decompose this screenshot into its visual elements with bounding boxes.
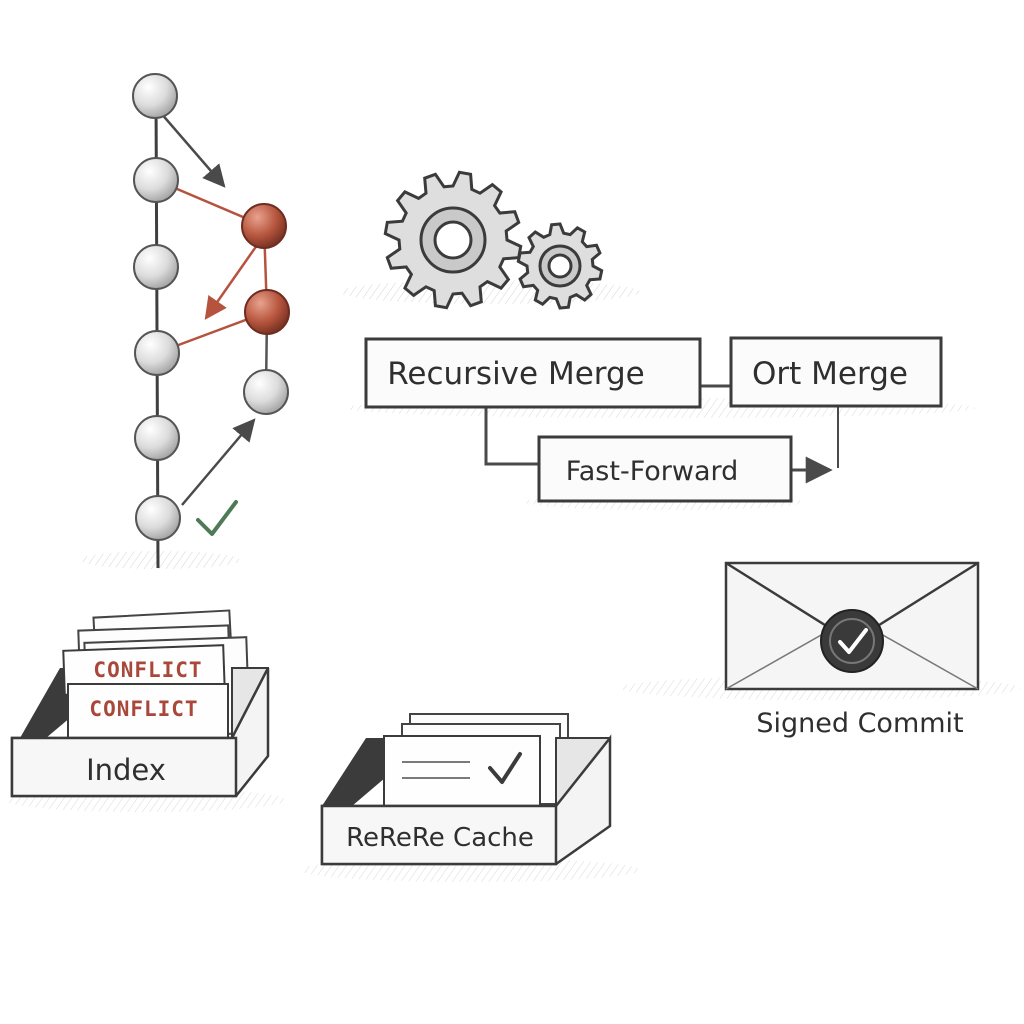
commit-node — [133, 244, 179, 290]
fast-forward-box — [537, 435, 793, 503]
commit-node — [135, 495, 181, 541]
tray-back — [322, 738, 392, 806]
wax-seal-ring — [829, 618, 875, 664]
large-gear — [383, 170, 523, 310]
connector — [484, 406, 540, 466]
signed-commit: Signed Commit — [620, 561, 1020, 739]
envelope-fold — [873, 629, 979, 690]
commit-graph — [80, 73, 290, 569]
commit-node — [133, 157, 179, 203]
envelope-fold — [725, 629, 831, 690]
commit-node — [134, 330, 180, 376]
check-icon — [488, 752, 522, 784]
check-icon — [196, 500, 238, 536]
fork-arrow — [159, 111, 226, 188]
merge-arrow — [181, 418, 256, 506]
signed-commit-label: Signed Commit — [756, 708, 963, 739]
rerere-cache-tray: ReReRe Cache — [300, 713, 640, 882]
ort-merge-label: Ort Merge — [752, 356, 908, 392]
resolved-card — [383, 735, 541, 807]
commit-node — [134, 415, 180, 461]
index-label: Index — [86, 753, 166, 787]
gear-hole — [547, 253, 573, 279]
index-tray: CONFLICT CONFLICT Index — [5, 609, 285, 812]
conflict-label: CONFLICT — [93, 658, 202, 682]
recursive-merge-label: Recursive Merge — [387, 356, 644, 392]
rebase-arrow — [204, 237, 264, 320]
recursive-merge-box — [364, 337, 702, 409]
tray-front-face — [320, 804, 558, 866]
branch-commit-node — [241, 203, 287, 249]
check-icon — [838, 628, 868, 654]
gear-hole — [433, 220, 473, 260]
gear-icon — [340, 170, 640, 310]
rerere-label: ReReRe Cache — [346, 823, 534, 853]
branch-commit-node — [244, 289, 290, 335]
tray-front-face — [10, 736, 238, 798]
fast-forward-label: Fast-Forward — [566, 456, 739, 487]
commit-node — [243, 369, 289, 415]
conflict-label: CONFLICT — [89, 697, 198, 721]
ort-merge-box — [729, 336, 943, 408]
graph-shadow — [80, 551, 240, 569]
merge-strategies: Recursive Merge Ort Merge Fast-Forward — [345, 336, 975, 510]
commit-node — [132, 73, 178, 119]
small-gear — [516, 222, 604, 310]
